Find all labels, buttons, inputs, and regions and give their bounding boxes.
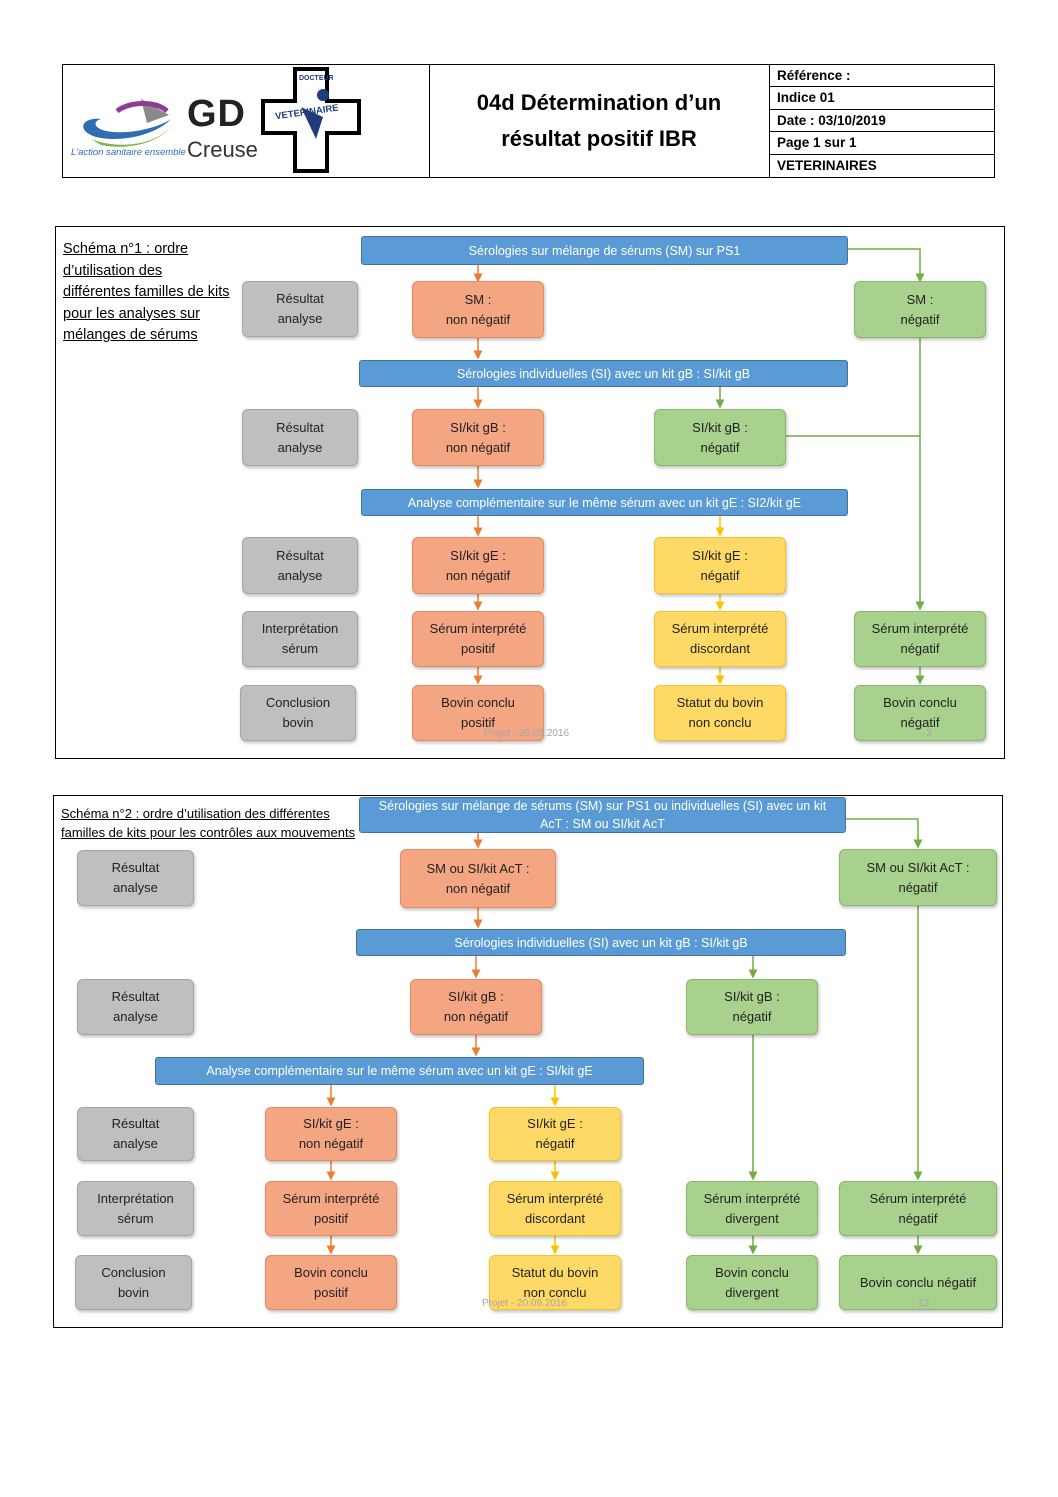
schema1-label-result-1: Résultat analyse (242, 281, 358, 337)
logo-doctor: DOCTEUR (299, 75, 334, 82)
schema2-gb-non-negatif: SI/kit gB : non négatif (410, 979, 542, 1035)
schema1-bovin-positif: Bovin conclu positif (412, 685, 544, 741)
schema2-act-negatif: SM ou SI/kit AcT : négatif (839, 849, 997, 906)
logo-area: L'action sanitaire ensemble GD Creuse DO… (63, 65, 430, 177)
schema2-serum-discordant: Sérum interprété discordant (489, 1181, 621, 1236)
logo-creuse: Creuse (187, 137, 258, 162)
schema2-bovin-divergent: Bovin conclu divergent (686, 1255, 818, 1310)
title-line1: 04d Détermination d’un (476, 90, 722, 115)
schema2-bovin-non-conclu: Statut du bovin non conclu (489, 1255, 621, 1310)
schema2-label-result-2: Résultat analyse (77, 979, 194, 1035)
meta-audience: VETERINAIRES (777, 157, 877, 173)
schema1-gb-negatif: SI/kit gB : négatif (654, 409, 786, 466)
meta-page: Page 1 sur 1 (769, 132, 994, 155)
schema2-label-interpretation: Interprétation sérum (77, 1181, 194, 1236)
schema2-label-result-3: Résultat analyse (77, 1107, 194, 1161)
schema2-serum-negatif: Sérum interprété négatif (839, 1181, 997, 1236)
schema1-label-result-3: Résultat analyse (242, 537, 358, 594)
schema1-serum-negatif: Sérum interprété négatif (854, 611, 986, 667)
schema1-watermark: Projet - 20.09.2016 (484, 728, 570, 739)
meta-indice: Indice 01 (769, 87, 994, 110)
schema2-frame (53, 795, 1003, 1328)
schema1-label-interpretation: Interprétation sérum (242, 611, 358, 667)
document-meta: Référence : Indice 01 Date : 03/10/2019 … (769, 65, 994, 177)
meta-date: Date : 03/10/2019 (769, 110, 994, 133)
schema1-label-conclusion: Conclusion bovin (240, 685, 356, 741)
schema2-gb-negatif: SI/kit gB : négatif (686, 979, 818, 1035)
schema1-bovin-negatif: Bovin conclu négatif (854, 685, 986, 741)
logo-gd: GD (187, 93, 246, 135)
gds-logo-icon (83, 99, 171, 147)
veterinary-cross-icon (261, 67, 361, 173)
meta-reference: Référence : (769, 65, 994, 88)
document-header: L'action sanitaire ensemble GD Creuse DO… (62, 64, 995, 178)
schema1-bar-gb: Sérologies individuelles (SI) avec un ki… (359, 360, 848, 387)
schema1-bovin-non-conclu: Statut du bovin non conclu (654, 685, 786, 741)
schema2-bovin-negatif: Bovin conclu négatif (839, 1255, 997, 1310)
schema2-serum-divergent: Sérum interprété divergent (686, 1181, 818, 1236)
schema2-watermark: Projet - 20.09.2016 (482, 1298, 568, 1309)
schema2-act-non-negatif: SM ou SI/kit AcT : non négatif (400, 849, 556, 908)
schema1-sm-non-negatif: SM : non négatif (412, 281, 544, 338)
schema1-gb-non-negatif: SI/kit gB : non négatif (412, 409, 544, 466)
schema2-serum-positif: Sérum interprété positif (265, 1181, 397, 1236)
schema1-ge-non-negatif: SI/kit gE : non négatif (412, 537, 544, 594)
schema1-label-result-2: Résultat analyse (242, 409, 358, 466)
schema2-bar-ge: Analyse complémentaire sur le même sérum… (155, 1057, 644, 1085)
schema2-label-conclusion: Conclusion bovin (75, 1255, 192, 1310)
schema2-bar-act: Sérologies sur mélange de sérums (SM) su… (359, 797, 846, 833)
schema2-bar-gb: Sérologies individuelles (SI) avec un ki… (356, 929, 846, 956)
schema1-frame (55, 226, 1005, 759)
schema2-ge-negatif: SI/kit gE : négatif (489, 1107, 621, 1161)
schema2-caption: Schéma n°2 : ordre d’utilisation des dif… (61, 806, 356, 840)
title-line2: résultat positif IBR (501, 126, 697, 151)
schema1-page-number: 3 (926, 728, 932, 739)
schema1-bar-ge: Analyse complémentaire sur le même sérum… (361, 489, 848, 516)
schema1-sm-negatif: SM : négatif (854, 281, 986, 338)
schema1-ge-negatif: SI/kit gE : négatif (654, 537, 786, 594)
document-title: 04d Détermination d’un résultat positif I… (429, 65, 770, 177)
schema1-bar-sm: Sérologies sur mélange de sérums (SM) su… (361, 236, 848, 265)
schema2-label-result-1: Résultat analyse (77, 850, 194, 906)
logo-tagline: L'action sanitaire ensemble (71, 147, 186, 158)
schema1-serum-positif: Sérum interprété positif (412, 611, 544, 667)
schema2-ge-non-negatif: SI/kit gE : non négatif (265, 1107, 397, 1161)
schema2-bovin-positif: Bovin conclu positif (265, 1255, 397, 1310)
schema1-serum-discordant: Sérum interprété discordant (654, 611, 786, 667)
schema1-caption: Schéma n°1 : ordre d’utilisation des dif… (63, 241, 230, 343)
schema2-page-number: 12 (918, 1298, 930, 1309)
